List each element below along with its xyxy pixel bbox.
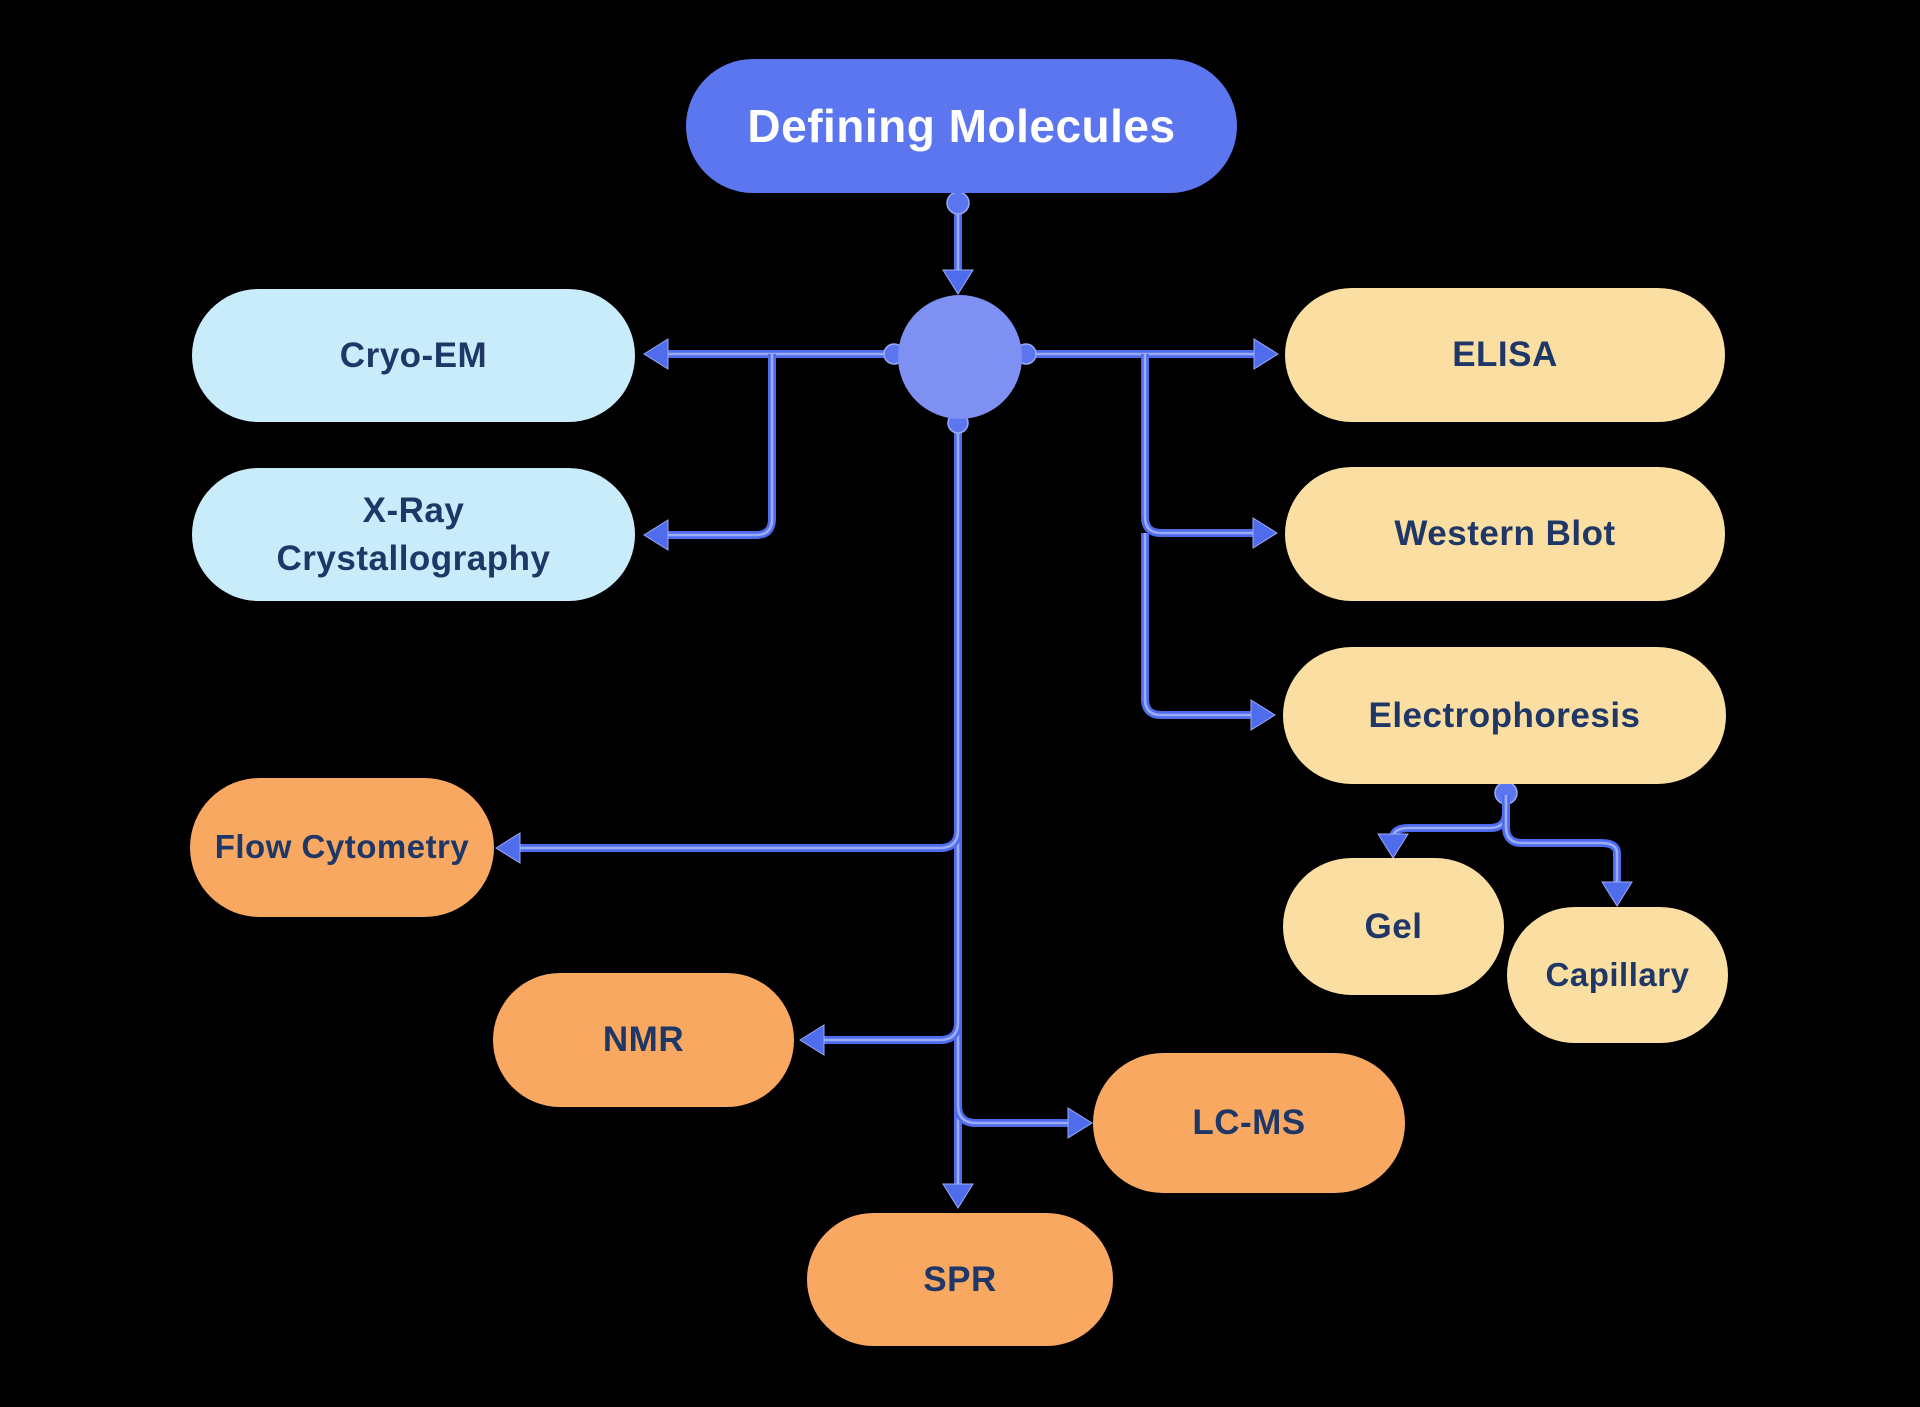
edge-hub-to-electrophoresis xyxy=(1145,533,1276,731)
central-hub[interactable] xyxy=(898,295,1022,419)
edge-hub-to-xray xyxy=(643,354,772,551)
node-label: SPR xyxy=(923,1259,997,1299)
edge-hub-to-spr-trunk xyxy=(942,412,974,1209)
node-label: Cryo-EM xyxy=(339,335,488,375)
node-gel[interactable]: Gel xyxy=(1283,858,1504,995)
node-label: Defining Molecules xyxy=(747,99,1176,152)
edge-electrophoresis-to-gel xyxy=(1377,781,1518,859)
node-nmr[interactable]: NMR xyxy=(493,973,794,1107)
node-label: Flow Cytometry xyxy=(214,828,470,866)
edge-root-to-hub xyxy=(942,191,974,295)
node-label: X-Ray Crystallography xyxy=(276,491,551,578)
node-label: ELISA xyxy=(1452,335,1558,375)
node-elisa[interactable]: ELISA xyxy=(1285,288,1725,422)
node-capillary[interactable]: Capillary xyxy=(1507,907,1728,1043)
node-xray-crystallography[interactable]: X-Ray Crystallography xyxy=(192,468,635,601)
node-label: Capillary xyxy=(1545,955,1690,993)
node-western-blot[interactable]: Western Blot xyxy=(1285,467,1725,601)
node-label: LC-MS xyxy=(1192,1103,1306,1143)
node-label: Western Blot xyxy=(1394,514,1616,554)
edge-electrophoresis-to-capillary xyxy=(1506,795,1633,907)
node-defining-molecules[interactable]: Defining Molecules xyxy=(686,59,1237,193)
edge-trunk-to-lc-ms xyxy=(958,1105,1093,1139)
node-electrophoresis[interactable]: Electrophoresis xyxy=(1283,647,1726,784)
edge-trunk-to-flow-cytometry xyxy=(495,830,958,864)
node-spr[interactable]: SPR xyxy=(807,1213,1113,1346)
edge-hub-to-western-blot xyxy=(1145,354,1278,549)
node-lc-ms[interactable]: LC-MS xyxy=(1093,1053,1405,1193)
edge-trunk-to-nmr xyxy=(799,1022,958,1056)
node-flow-cytometry[interactable]: Flow Cytometry xyxy=(190,778,494,917)
node-cryo-em[interactable]: Cryo-EM xyxy=(192,289,635,422)
node-label: NMR xyxy=(602,1020,685,1060)
node-label: Gel xyxy=(1364,906,1423,946)
node-label: Electrophoresis xyxy=(1368,695,1641,735)
